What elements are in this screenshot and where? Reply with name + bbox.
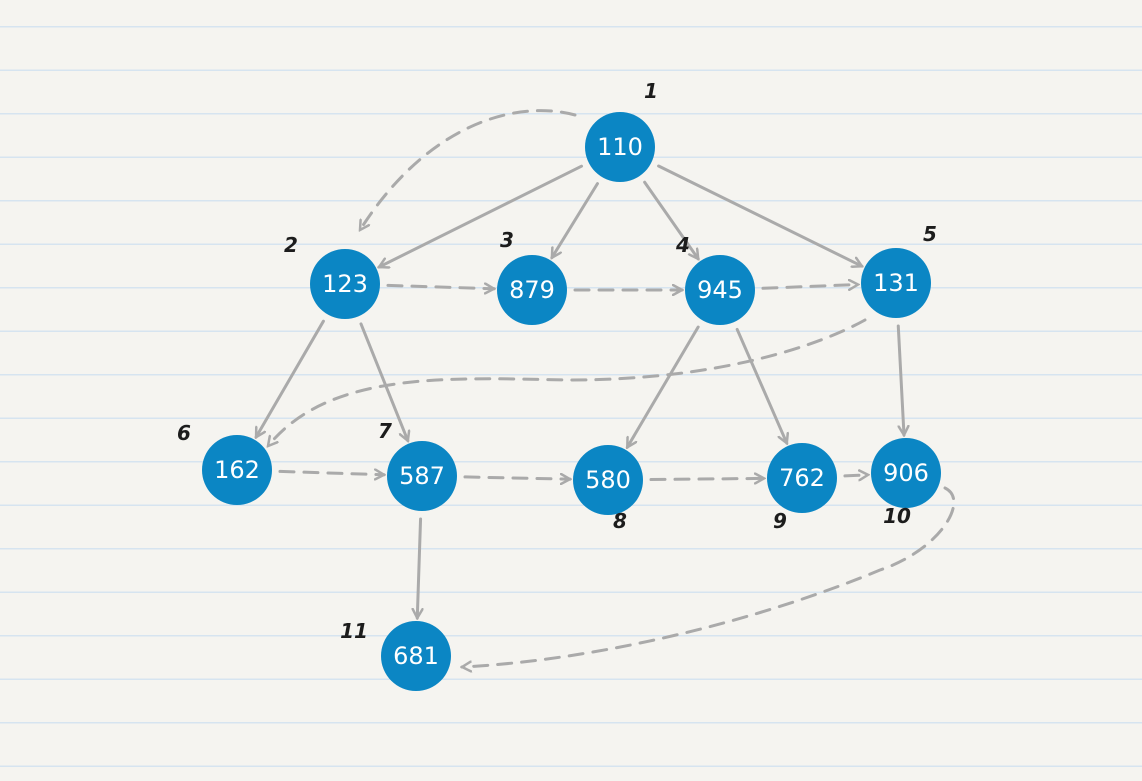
- solid-edge-n1-n4: [643, 180, 700, 259]
- node-index-label: 7: [378, 419, 392, 443]
- node-945: 945 4: [675, 233, 755, 325]
- node-value: 681: [393, 642, 439, 670]
- node-circle: [871, 438, 941, 508]
- node-circle: [381, 621, 451, 691]
- dashed-edge-n5-n6: [268, 318, 867, 446]
- solid-edge-n4-n8: [625, 325, 700, 447]
- node-index-label: 10: [883, 504, 911, 528]
- node-value: 945: [697, 276, 743, 304]
- node-circle: [585, 112, 655, 182]
- node-762: 762 9: [767, 443, 837, 533]
- node-123: 123 2: [284, 233, 380, 319]
- node-value: 906: [883, 459, 929, 487]
- node-value: 580: [585, 466, 631, 494]
- node-index-label: 3: [500, 228, 514, 252]
- node-index-label: 8: [613, 509, 627, 533]
- solid-edge-n1-n2: [379, 164, 584, 267]
- dashed-edge-n1-n2: [358, 109, 577, 230]
- solid-edge-n7-n11: [417, 517, 420, 618]
- node-index-label: 5: [923, 222, 937, 246]
- dashed-edge-n7-n8: [463, 477, 570, 479]
- node-value: 162: [214, 456, 260, 484]
- node-110: 110 1: [585, 79, 658, 182]
- node-587: 587 7: [378, 419, 457, 511]
- node-circle: [387, 441, 457, 511]
- edges: [254, 109, 956, 667]
- dashed-edge-n2-n3: [386, 285, 494, 288]
- node-index-label: 1: [644, 79, 658, 103]
- node-906: 906 10: [871, 438, 941, 528]
- node-580: 580 8: [573, 445, 643, 533]
- node-value: 131: [873, 269, 919, 297]
- solid-edge-n1-n3: [550, 182, 599, 258]
- solid-edge-n2-n6: [254, 319, 325, 437]
- node-value: 123: [322, 270, 368, 298]
- node-index-label: 4: [675, 233, 690, 257]
- dashed-edge-n8-n9: [649, 478, 764, 479]
- node-circle: [202, 435, 272, 505]
- nodes: 1101123287939454131516265877580876299061…: [177, 79, 941, 691]
- node-value: 110: [597, 133, 643, 161]
- solid-edge-n4-n9: [735, 327, 787, 443]
- node-circle: [861, 248, 931, 318]
- solid-edge-n1-n5: [657, 164, 862, 266]
- node-879: 879 3: [497, 228, 567, 325]
- node-circle: [310, 249, 380, 319]
- node-index-label: 2: [284, 233, 298, 257]
- node-circle: [685, 255, 755, 325]
- dashed-edge-n6-n7: [278, 471, 384, 474]
- node-681: 681 11: [340, 619, 451, 691]
- node-value: 879: [509, 276, 555, 304]
- dashed-edge-n4-n5: [761, 285, 858, 289]
- node-circle: [767, 443, 837, 513]
- node-value: 587: [399, 462, 445, 490]
- solid-edge-n2-n7: [359, 322, 408, 441]
- node-index-label: 9: [773, 509, 787, 533]
- node-index-label: 11: [340, 619, 368, 643]
- dashed-edge-n9-n10: [843, 475, 868, 476]
- node-circle: [497, 255, 567, 325]
- node-circle: [573, 445, 643, 515]
- solid-edge-n5-n10: [896, 324, 904, 435]
- dashed-edge-n10-n11: [462, 486, 956, 667]
- node-value: 762: [779, 464, 825, 492]
- node-index-label: 6: [177, 421, 191, 445]
